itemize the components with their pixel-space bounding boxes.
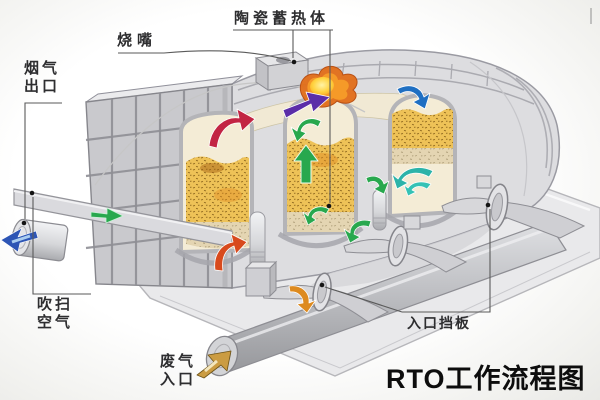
arrow-purple-to-flame-icon [282, 91, 331, 119]
label-burner: 烧嘴 [117, 32, 158, 49]
arrow-teal-curl-icon [391, 167, 434, 190]
chamber-3 [382, 92, 462, 229]
arrow-green-up-icon [293, 144, 319, 184]
valve-actuator-1 [244, 211, 278, 298]
label-purge-air: 吹扫空气 [37, 296, 74, 332]
arrow-green-under-icon [302, 206, 330, 226]
inlet-damper-right [441, 175, 586, 239]
chamber-2 [277, 94, 364, 249]
arrow-blue-down-icon [396, 85, 431, 110]
flow-arrows [0, 85, 434, 379]
arrow-green-curl-icon [290, 118, 322, 143]
arrow-orange-curl-icon [288, 285, 317, 314]
leader-dots [21, 59, 491, 288]
arrow-green-curl-small-icon [365, 175, 390, 195]
diagram-title: RTO工作流程图 [386, 364, 586, 394]
valve-actuator-2 [372, 189, 387, 231]
arrow-red-up-icon [208, 108, 256, 149]
label-waste-gas-inlet: 废气入口 [160, 353, 197, 389]
arrow-teal-curl-inner-icon [403, 181, 432, 197]
label-flue-gas-outlet: 烟气出口 [24, 60, 61, 96]
inlet-damper-middle [343, 215, 468, 273]
leader-lines [24, 8, 592, 313]
label-ceramic-heat-storage: 陶瓷蓄热体 [234, 10, 330, 27]
arrow-green-under2-icon [343, 219, 372, 244]
label-inlet-damper: 入口挡板 [407, 315, 471, 331]
arrow-redorange-up-icon [214, 233, 248, 272]
arrow-green-duct-icon [90, 207, 124, 224]
